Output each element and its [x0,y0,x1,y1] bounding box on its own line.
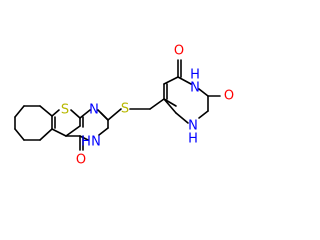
bond [107,108,122,121]
bond [100,112,109,121]
bond [198,110,209,119]
bond [65,125,81,137]
molecule-diagram: S S N H N O N H N H O O [14,43,235,168]
bond [163,98,177,107]
uracil-top-oxygen-label: O [174,44,184,59]
bond [149,98,165,110]
bond [70,109,81,119]
cyclohexane-ring [14,105,53,141]
bond [14,105,25,118]
uracil-right-oxygen-label: O [224,89,234,104]
uracil-ring [163,59,221,124]
bond [51,109,60,117]
uracil-lower-nh-h-label: H [188,132,198,147]
thiophene-ring [51,109,84,137]
thiophene-sulfur-label: S [61,103,69,118]
structure-svg: S S N H N O N H N H O O [14,44,234,168]
pyrimidinone-oxygen-label: O [76,153,86,168]
bond [163,98,177,114]
uracil-lower-nh-n-label: N [188,119,198,134]
bond [98,127,109,136]
bond [198,88,209,97]
bond [14,128,25,141]
pyrimidine-nitrogen-label: N [89,103,99,118]
bond [163,76,179,85]
uracil-upper-nh-h-label: H [190,68,200,83]
thioether-linker [107,98,165,121]
bond [177,76,192,85]
atom-labels: S S N H N O N H N H O O [61,44,234,168]
pyrimidinone-nh-h-label: H [81,135,91,150]
pyrimidinone-ring [65,109,109,151]
bond [79,109,91,119]
bond [79,135,89,141]
bond [39,128,53,141]
pyrimidinone-nh-n-label: N [91,135,101,150]
bond [39,105,53,117]
bond [175,112,189,124]
uracil-upper-nh-n-label: N [190,81,200,96]
thioether-sulfur-label: S [121,102,129,117]
bond [51,128,67,137]
